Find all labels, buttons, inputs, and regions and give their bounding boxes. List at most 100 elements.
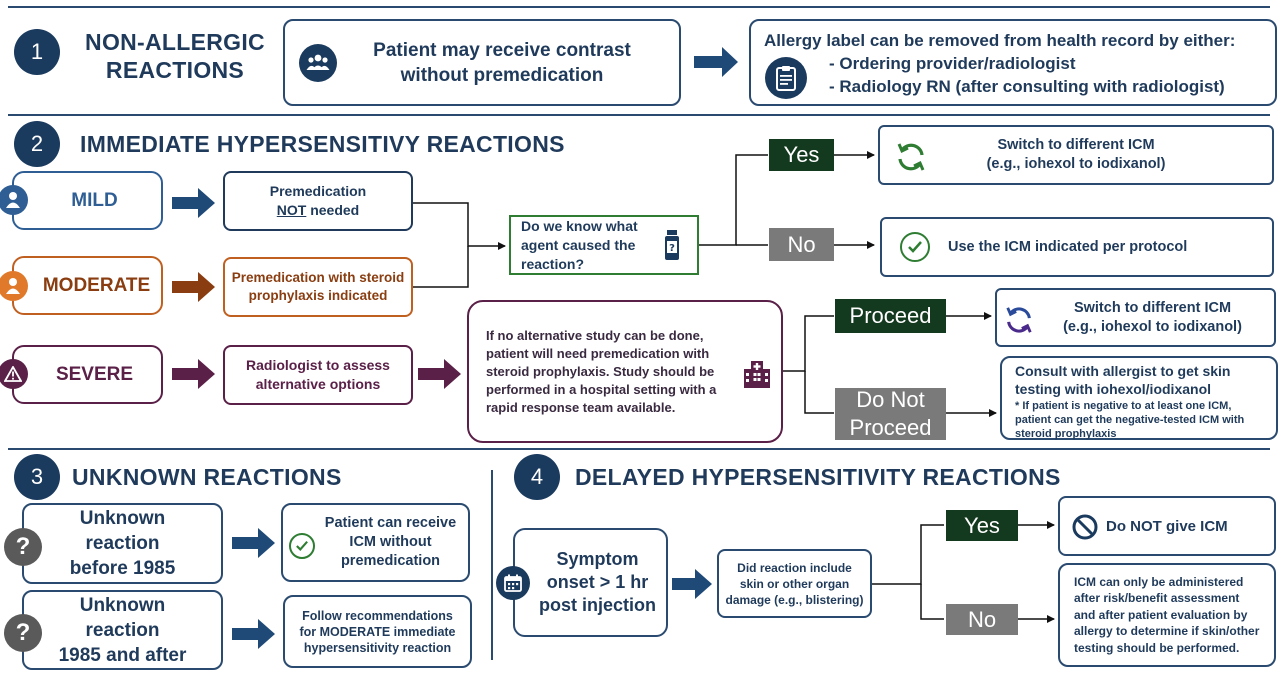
switch-icm-text: Switch to different ICM (e.g., iohexol t… bbox=[987, 136, 1166, 174]
symptom-onset-line1: Symptom bbox=[556, 549, 639, 569]
no-alternative-text: If no alternative study can be done, pat… bbox=[486, 327, 717, 415]
section-number-1: 1 bbox=[14, 29, 60, 75]
question-icon-before: ? bbox=[4, 528, 42, 566]
clipboard-icon bbox=[765, 57, 807, 99]
moderate-arrow bbox=[172, 272, 215, 302]
divider-1-2 bbox=[8, 114, 1270, 116]
section-1-title-line1: NON-ALLERGIC bbox=[85, 29, 265, 55]
symptom-arrow bbox=[672, 569, 712, 599]
allergy-label-title: Allergy label can be removed from health… bbox=[764, 31, 1236, 50]
mild-action-rest: needed bbox=[306, 202, 360, 218]
moderate-to-question-wire bbox=[412, 246, 469, 288]
moderate-action-text: Premedication with steroid prophylaxis i… bbox=[231, 270, 405, 303]
switch-icm-box-2: Switch to different ICM (e.g., iohexol t… bbox=[995, 288, 1276, 347]
consult-main-text: Consult with allergist to get skin testi… bbox=[1015, 363, 1231, 397]
severe-box: SEVERE bbox=[12, 345, 163, 404]
do-not-give-text: Do NOT give ICM bbox=[1106, 517, 1228, 535]
symptom-onset-line3: post injection bbox=[539, 595, 656, 615]
after-action-text: Follow recommendations for MODERATE imme… bbox=[299, 608, 456, 655]
severe-label: SEVERE bbox=[55, 363, 134, 385]
unknown-before-box: Unknown reaction before 1985 bbox=[22, 503, 223, 584]
svg-text:?: ? bbox=[669, 243, 675, 254]
question-split-wire bbox=[698, 154, 768, 246]
mild-action-not: NOT bbox=[276, 202, 307, 218]
do-not-proceed-line2: Proceed bbox=[849, 415, 932, 440]
mild-to-question-wire bbox=[412, 202, 506, 250]
receive-contrast-line2: without premedication bbox=[400, 64, 604, 86]
refresh-icon-2 bbox=[1003, 304, 1035, 336]
use-protocol-box: Use the ICM indicated per protocol bbox=[880, 217, 1274, 277]
mild-arrow bbox=[172, 188, 215, 218]
mild-label: MILD bbox=[71, 189, 118, 211]
switch-icm-box: Switch to different ICM (e.g., iohexol t… bbox=[878, 125, 1274, 185]
yes-tag-immediate: Yes bbox=[769, 139, 834, 171]
do-not-give-box: Do NOT give ICM bbox=[1058, 496, 1276, 556]
switch-icm-line2: (e.g., iohexol to iodixanol) bbox=[986, 156, 1166, 172]
symptom-onset-box: Symptom onset > 1 hr post injection bbox=[513, 528, 668, 637]
divider-2-3 bbox=[8, 448, 1270, 450]
receive-contrast-line1: Patient may receive contrast bbox=[373, 39, 631, 61]
no-tag-immediate: No bbox=[769, 228, 834, 261]
unknown-before-line2: reaction bbox=[85, 533, 160, 554]
allergy-label-item2: - Radiology RN (after consulting with ra… bbox=[829, 77, 1225, 96]
receive-contrast-text: Patient may receive contrast without pre… bbox=[373, 38, 631, 88]
mild-box: MILD bbox=[12, 171, 163, 230]
symptom-onset-line2: onset > 1 hr bbox=[546, 572, 649, 592]
severe-action-box: Radiologist to assess alternative option… bbox=[223, 345, 413, 405]
divider-3-4 bbox=[491, 470, 493, 660]
know-agent-box: Do we know what agent caused the reactio… bbox=[509, 215, 699, 275]
after-action-box: Follow recommendations for MODERATE imme… bbox=[283, 595, 472, 668]
allergy-label-box: Allergy label can be removed from health… bbox=[749, 19, 1277, 106]
refresh-icon bbox=[894, 140, 928, 174]
no-alternative-box: If no alternative study can be done, pat… bbox=[467, 300, 783, 443]
unknown-after-line2: reaction bbox=[85, 619, 160, 641]
vial-icon: ? bbox=[663, 229, 681, 266]
before-action-box: Patient can receive ICM without premedic… bbox=[281, 503, 470, 582]
use-protocol-text: Use the ICM indicated per protocol bbox=[948, 239, 1188, 255]
delayed-down-wire bbox=[920, 584, 944, 620]
consult-note-text: * If patient is negative to at least one… bbox=[1015, 400, 1245, 440]
moderate-label: MODERATE bbox=[42, 274, 151, 296]
check-circle-icon bbox=[900, 232, 930, 262]
calendar-icon bbox=[496, 566, 530, 600]
moderate-box: MODERATE bbox=[12, 256, 163, 315]
section-1-title-line2: REACTIONS bbox=[105, 57, 245, 83]
sec1-arrow bbox=[694, 47, 738, 77]
allergy-label-item1: - Ordering provider/radiologist bbox=[829, 54, 1076, 73]
switch-icm-line1: Switch to different ICM bbox=[997, 137, 1155, 153]
mild-action-line2: NOT needed bbox=[270, 201, 366, 220]
mild-person-icon bbox=[0, 185, 28, 215]
question-icon-after: ? bbox=[4, 614, 42, 652]
mild-action-line1: Premedication bbox=[269, 183, 367, 199]
unknown-before-line1: Unknown bbox=[79, 508, 166, 529]
do-not-proceed-tag: Do Not Proceed bbox=[835, 387, 946, 440]
unknown-after-line1: Unknown bbox=[79, 594, 166, 616]
unknown-before-line3: before 1985 bbox=[69, 558, 176, 579]
section-2-title: IMMEDIATE HYPERSENSITIVY REACTIONS bbox=[80, 131, 565, 157]
no-tag-delayed: No bbox=[946, 604, 1018, 635]
delayed-split-wire bbox=[871, 524, 944, 585]
unknown-before-text: Unknown reaction before 1985 bbox=[70, 506, 176, 581]
severe-arrow bbox=[172, 359, 215, 389]
hospital-icon bbox=[743, 359, 771, 394]
warning-icon bbox=[0, 359, 28, 389]
people-icon bbox=[299, 44, 337, 82]
top-rule bbox=[8, 6, 1270, 8]
moderate-person-icon bbox=[0, 271, 28, 301]
switch-icm-2-text: Switch to different ICM (e.g., iohexol t… bbox=[1063, 299, 1242, 337]
prohibited-icon bbox=[1072, 514, 1098, 544]
icm-only-box: ICM can only be administered after risk/… bbox=[1058, 563, 1276, 667]
section-number-3: 3 bbox=[14, 454, 60, 500]
do-not-proceed-line1: Do Not bbox=[856, 387, 925, 412]
icm-only-text: ICM can only be administered after risk/… bbox=[1074, 574, 1260, 655]
skin-damage-question-box: Did reaction include skin or other organ… bbox=[717, 549, 872, 618]
unknown-after-line3: 1985 and after bbox=[58, 644, 187, 666]
section-1-title: NON-ALLERGIC REACTIONS bbox=[80, 28, 270, 84]
section-number-2: 2 bbox=[14, 121, 60, 167]
section-4-title: DELAYED HYPERSENSITIVITY REACTIONS bbox=[575, 464, 1061, 490]
section-number-4: 4 bbox=[514, 454, 560, 500]
skin-damage-question-text: Did reaction include skin or other organ… bbox=[725, 560, 864, 607]
noalt-down-wire bbox=[804, 371, 834, 414]
consult-allergist-box: Consult with allergist to get skin testi… bbox=[1000, 356, 1278, 440]
noalt-split-wire bbox=[782, 315, 834, 372]
